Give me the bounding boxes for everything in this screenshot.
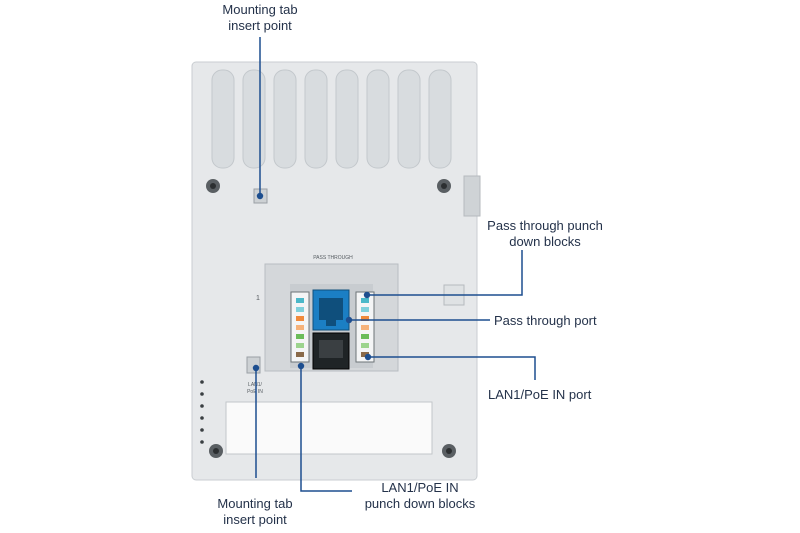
pass-through-device-label: PASS THROUGH (313, 255, 353, 261)
callout-line: Mounting tab (217, 496, 293, 511)
lan1-poe-port-jack (312, 332, 350, 370)
callout-line: insert point (228, 18, 292, 33)
callout-line: Pass through port (494, 313, 597, 328)
callout-line: down blocks (509, 234, 581, 249)
callout-line: Pass through punch (487, 218, 603, 233)
callout-mounting-tab-top: Mounting tab insert point (205, 2, 315, 34)
cooling-fins (211, 69, 452, 169)
callout-lan1-poe-port: LAN1/PoE IN port (488, 387, 591, 403)
leader-lan1-punch (300, 366, 352, 492)
callout-line: punch down blocks (364, 496, 476, 511)
screw-icon (442, 444, 456, 458)
leader-lan1-poe-port (368, 356, 536, 380)
callout-line: LAN1/PoE IN port (488, 387, 592, 402)
callout-line: LAN1/PoE IN (381, 480, 459, 495)
screw-icon (206, 179, 220, 193)
pass-through-port-jack (312, 289, 350, 331)
callout-line: Mounting tab (222, 2, 298, 17)
screw-icon (209, 444, 223, 458)
side-bracket-top (463, 175, 481, 217)
callout-mounting-tab-bottom: Mounting tab insert point (200, 496, 310, 528)
mounting-tab-slot-bottom (246, 356, 261, 374)
screw-icon (437, 179, 451, 193)
led-indicators (200, 380, 204, 444)
callout-pass-through-port: Pass through port (494, 313, 597, 329)
callout-pass-through-punch: Pass through punch down blocks (475, 218, 615, 250)
callout-lan1-punch: LAN1/PoE IN punch down blocks (350, 480, 490, 512)
lan1-punch-down-block (290, 291, 310, 363)
callout-line: insert point (223, 512, 287, 527)
port-marker-label: 1 (256, 295, 260, 302)
leader-lines (255, 37, 536, 492)
lan1-device-label-2: PoE IN (247, 389, 263, 395)
leader-dots (252, 192, 372, 372)
pass-through-punch-down-block (355, 291, 375, 363)
label-plate (225, 401, 433, 455)
leader-pass-through-punch (367, 250, 523, 296)
